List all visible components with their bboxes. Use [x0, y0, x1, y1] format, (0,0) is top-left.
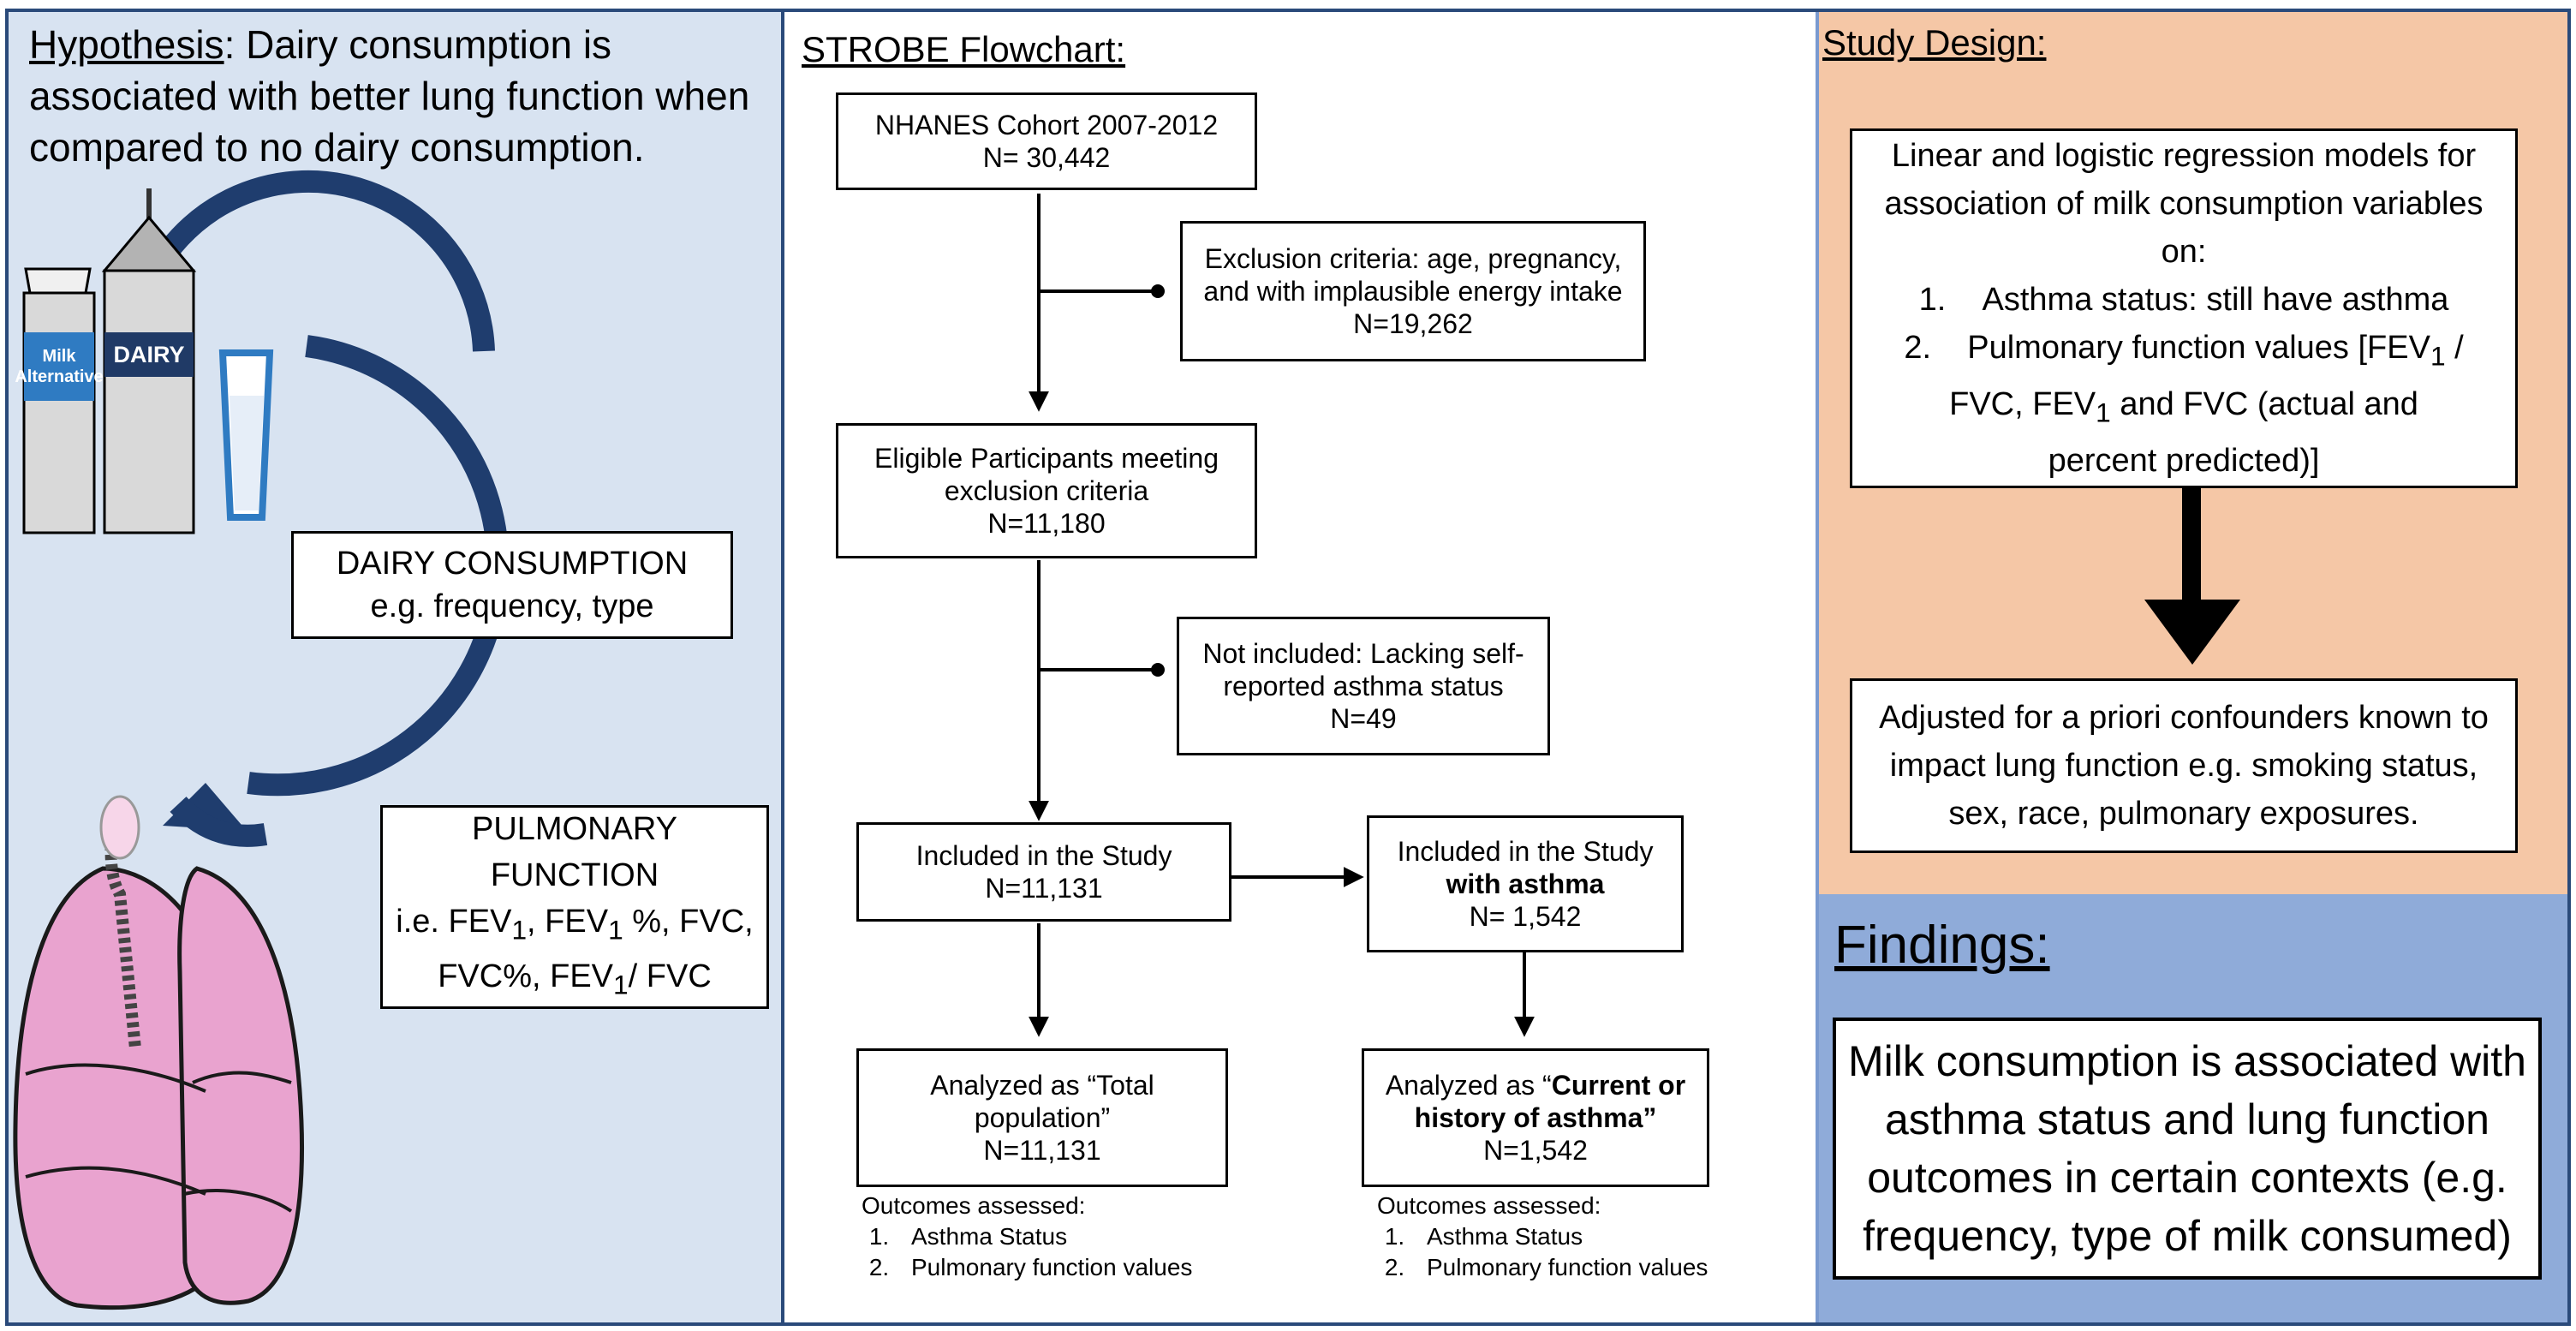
- exclusion-box: Exclusion criteria: age, pregnancy,and w…: [1180, 221, 1646, 361]
- dairy-label: DAIRY: [113, 341, 185, 367]
- adjusted-box: Adjusted for a priori confounders known …: [1850, 678, 2518, 853]
- outcome-item: Pulmonary function values: [896, 1252, 1238, 1283]
- cycle-arc-bottom: [170, 796, 268, 847]
- hypothesis-text: Hypothesis: Dairy consumption is associa…: [29, 19, 766, 173]
- regression-box: Linear and logistic regression models fo…: [1850, 128, 2518, 488]
- outcomes-asthma: Outcomes assessed: Asthma Status Pulmona…: [1377, 1191, 1754, 1283]
- milk-glass-icon: [218, 349, 274, 521]
- dairy-consumption-title: DAIRY CONSUMPTION: [336, 546, 689, 582]
- pulmonary-title-1: PULMONARY: [471, 811, 678, 848]
- pulmonary-title-2: FUNCTION: [490, 857, 659, 894]
- strobe-connectors: [1029, 194, 1535, 1037]
- findings-title: Findings:: [1834, 916, 2050, 975]
- outcome-item: Pulmonary function values: [1411, 1252, 1754, 1283]
- outcome-item: Asthma Status: [1411, 1221, 1754, 1252]
- pulmonary-measures-2: FVC%, FEV1/ FVC: [438, 958, 712, 1000]
- design-arrow: [2144, 488, 2240, 665]
- strobe-title: STROBE Flowchart:: [802, 29, 1126, 69]
- design-item-2: 2. Pulmonary function values [FEV1 /: [1904, 330, 2464, 372]
- dairy-carton-icon: [101, 188, 197, 534]
- lungs-icon: [13, 795, 304, 1310]
- outer-frame: [5, 9, 2571, 1326]
- outcomes-total: Outcomes assessed: Asthma Status Pulmona…: [862, 1191, 1238, 1283]
- design-item-1: 1. Asthma status: still have asthma: [1918, 282, 2449, 319]
- current-asthma-box: Analyzed as “Current or history of asthm…: [1362, 1048, 1709, 1187]
- findings-box: Milk consumption is associated with asth…: [1833, 1018, 2542, 1280]
- study-design-title: Study Design:: [1822, 22, 2047, 63]
- not-included-box: Not included: Lacking self-reported asth…: [1177, 617, 1550, 755]
- hypothesis-statement: : Dairy consumption is associated with b…: [29, 22, 750, 170]
- milk-alternative-carton-icon: [22, 267, 96, 534]
- illustration-graphic: [13, 170, 510, 1310]
- dairy-consumption-box: DAIRY CONSUMPTION e.g. frequency, type: [291, 531, 733, 639]
- hypothesis-label: Hypothesis: [29, 22, 224, 67]
- connector-exclusion-dot: [1151, 284, 1165, 298]
- pulmonary-measures-1: i.e. FEV1, FEV1 %, FVC,: [396, 904, 754, 946]
- pulmonary-function-box: PULMONARY FUNCTION i.e. FEV1, FEV1 %, FV…: [380, 805, 769, 1009]
- outcome-item: Asthma Status: [896, 1221, 1238, 1252]
- connector-not-included-dot: [1151, 663, 1165, 677]
- dairy-consumption-examples: e.g. frequency, type: [370, 588, 654, 624]
